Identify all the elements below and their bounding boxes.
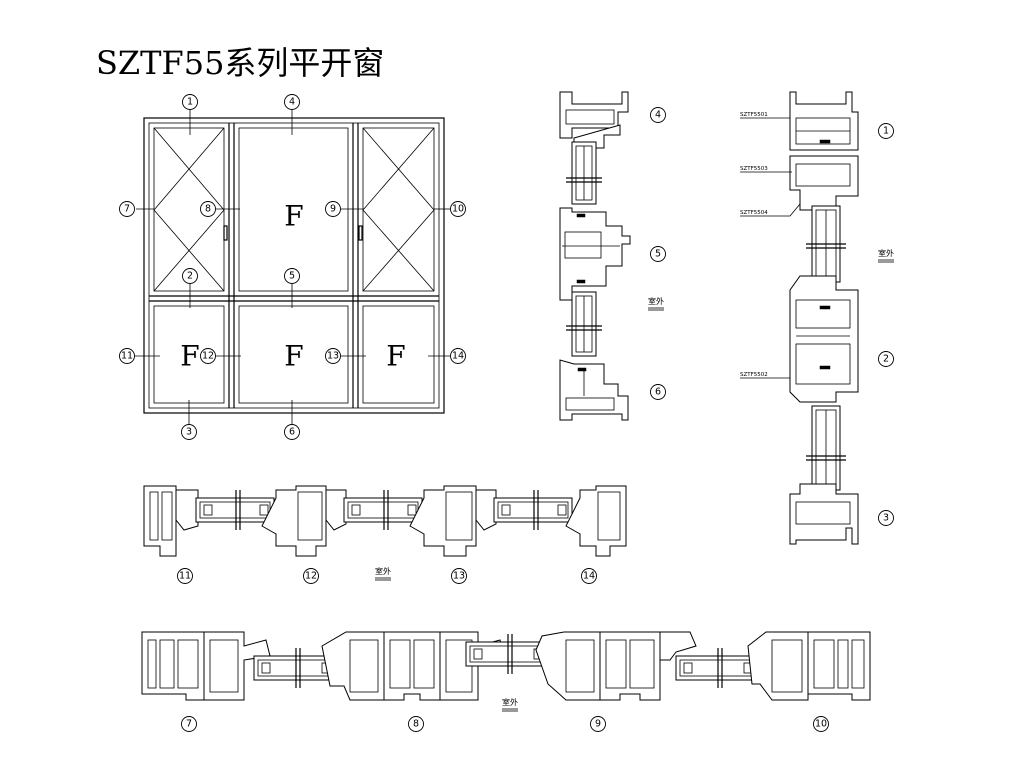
callout-2: 2 <box>878 351 894 367</box>
callout-3: 3 <box>181 424 197 440</box>
callout-13: 13 <box>325 348 341 364</box>
svg-text:8: 8 <box>413 719 419 730</box>
callout-11: 11 <box>177 568 193 584</box>
svg-text:4: 4 <box>289 97 295 108</box>
outdoor-label: 室外 <box>375 566 391 576</box>
callout-13: 13 <box>451 568 467 584</box>
svg-text:10: 10 <box>815 719 827 730</box>
svg-text:11: 11 <box>179 571 191 582</box>
window-elevation: F F F F 1 4 7 8 9 10 2 5 11 12 13 14 3 6 <box>119 94 466 440</box>
svg-text:10: 10 <box>452 204 464 215</box>
callout-12: 12 <box>303 568 319 584</box>
horizontal-section-11-14: 11 12 13 14 室外 <box>143 485 627 584</box>
fixed-label: F <box>180 340 199 373</box>
callout-4: 4 <box>284 94 300 110</box>
vertical-section-4-5-6: 4 5 6 室外 <box>559 91 666 421</box>
svg-text:7: 7 <box>124 204 130 215</box>
svg-text:2: 2 <box>187 271 193 282</box>
callout-5: 5 <box>284 268 300 284</box>
svg-text:9: 9 <box>330 204 336 215</box>
part-code: SZTF5504 <box>740 210 768 216</box>
svg-text:12: 12 <box>202 351 214 362</box>
callout-8: 8 <box>200 201 216 217</box>
callout-3: 3 <box>878 510 894 526</box>
svg-text:1: 1 <box>187 97 193 108</box>
callout-1: 1 <box>182 94 198 110</box>
callout-6: 6 <box>284 424 300 440</box>
part-code: SZTF5501 <box>740 112 768 118</box>
callout-10: 10 <box>813 716 829 732</box>
fixed-label: F <box>284 340 303 373</box>
fixed-label: F <box>386 340 405 373</box>
svg-text:1: 1 <box>883 126 889 137</box>
callout-14: 14 <box>581 568 597 584</box>
callout-8: 8 <box>408 716 424 732</box>
horizontal-section-7-10: 7 8 9 10 室外 <box>141 631 871 732</box>
svg-text:13: 13 <box>327 351 339 362</box>
outdoor-label: 室外 <box>878 248 894 258</box>
svg-text:6: 6 <box>289 427 295 438</box>
fixed-label: F <box>284 200 303 233</box>
callout-6: 6 <box>650 384 666 400</box>
callout-5: 5 <box>650 246 666 262</box>
drawing-title: SZTF55系列平开窗 <box>96 44 385 82</box>
svg-text:11: 11 <box>121 351 133 362</box>
svg-text:9: 9 <box>595 719 601 730</box>
svg-text:14: 14 <box>583 571 595 582</box>
svg-text:3: 3 <box>883 513 889 524</box>
vertical-section-1-2-3: SZTF5501 SZTF5503 SZTF5504 SZTF5502 1 2 … <box>740 91 894 545</box>
callout-9: 9 <box>325 201 341 217</box>
svg-text:13: 13 <box>453 571 465 582</box>
callout-7: 7 <box>181 716 197 732</box>
callout-7: 7 <box>119 201 135 217</box>
svg-text:4: 4 <box>655 110 661 121</box>
svg-text:14: 14 <box>452 351 464 362</box>
svg-text:5: 5 <box>655 249 661 260</box>
callout-9: 9 <box>590 716 606 732</box>
part-code: SZTF5503 <box>740 166 768 172</box>
svg-text:3: 3 <box>186 427 192 438</box>
callout-4: 4 <box>650 107 666 123</box>
part-code: SZTF5502 <box>740 372 768 378</box>
svg-text:2: 2 <box>883 354 889 365</box>
svg-text:12: 12 <box>305 571 317 582</box>
callout-1: 1 <box>878 123 894 139</box>
svg-text:8: 8 <box>205 204 211 215</box>
callout-2: 2 <box>182 268 198 284</box>
outdoor-label: 室外 <box>502 697 518 707</box>
svg-text:7: 7 <box>186 719 192 730</box>
callout-10: 10 <box>450 201 466 217</box>
callout-14: 14 <box>450 348 466 364</box>
callout-11: 11 <box>119 348 135 364</box>
outdoor-label: 室外 <box>648 296 664 306</box>
svg-text:5: 5 <box>289 271 295 282</box>
callout-12: 12 <box>200 348 216 364</box>
svg-text:6: 6 <box>655 387 661 398</box>
